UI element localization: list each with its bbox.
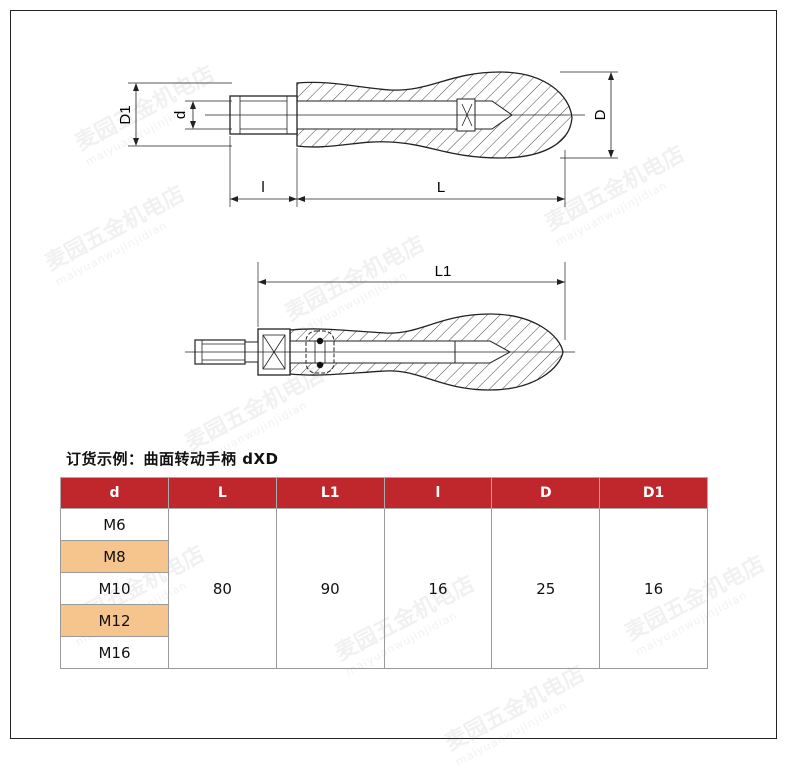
value-l: 16 [383,508,493,669]
dim-label-D: D [592,109,609,120]
frame-left [10,10,11,739]
dim-label-L: L [437,179,445,196]
table-row: M6 80 90 16 25 16 [60,508,708,669]
col-header-L: L [167,477,277,509]
handle-section-view [128,71,618,207]
value-D: 25 [491,508,601,669]
frame-right [776,10,777,739]
size-cell: M10 [60,572,169,605]
value-D1: 16 [599,508,708,669]
size-cell: M12 [60,604,169,637]
dim-label-l: l [261,179,264,196]
col-header-L1: L1 [275,477,385,509]
col-header-D1: D1 [599,477,708,509]
table-row: M10 [60,572,708,605]
table-row: M12 [60,604,708,637]
order-example-caption: 订货示例：曲面转动手柄 dXD [66,450,279,468]
technical-drawing: D1 d D l L L1 [117,71,618,391]
size-cell: M6 [60,508,169,541]
dim-label-d: d [172,111,189,119]
col-header-d: d [60,477,169,509]
dim-label-D1: D1 [117,105,134,124]
dim-label-L1: L1 [435,263,452,280]
value-L: 80 [167,508,277,669]
size-cell: M16 [60,636,169,669]
col-header-D: D [491,477,601,509]
handle-assembled-view [185,262,575,391]
spec-table: d L L1 l D D1 M6 80 90 16 25 16 M8 M10 M… [60,477,708,669]
table-row: M16 [60,636,708,669]
size-cell: M8 [60,540,169,573]
frame-bottom [10,738,776,739]
table-row: M8 [60,540,708,573]
value-L1: 90 [275,508,385,669]
table-header-row: d L L1 l D D1 [60,477,708,509]
col-header-l: l [383,477,493,509]
frame-top [10,10,776,11]
